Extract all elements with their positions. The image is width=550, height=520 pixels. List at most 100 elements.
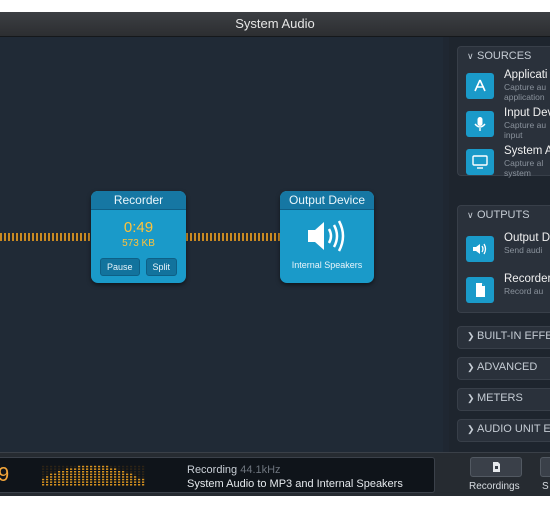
audio-cable-middle — [186, 233, 280, 241]
meter-segment — [114, 468, 117, 470]
output-item-output-device[interactable]: Output D Send audi — [466, 232, 550, 266]
recorder-node[interactable]: Recorder 0:49 573 KB Pause Split — [91, 191, 186, 283]
document-icon — [466, 277, 494, 303]
status-description: System Audio to MP3 and Internal Speaker… — [187, 478, 403, 490]
meter-segment — [50, 481, 53, 483]
meter-segment — [54, 468, 57, 470]
meter-segment — [114, 478, 117, 481]
elapsed-time: 9 — [0, 464, 10, 486]
meter-segment — [70, 471, 73, 473]
meter-segment — [70, 473, 73, 476]
meter-segment — [74, 473, 77, 476]
meter-segment — [94, 468, 97, 470]
meter-segment — [142, 484, 145, 486]
pause-button[interactable]: Pause — [99, 258, 140, 276]
meter-segment — [70, 465, 73, 468]
meter-segment — [138, 481, 141, 483]
meter-segment — [142, 478, 145, 481]
meter-segment — [122, 481, 125, 483]
secondary-toolbar-button[interactable] — [540, 457, 550, 477]
outputs-header[interactable]: ∨OUTPUTS — [458, 206, 550, 225]
meter-segment — [66, 471, 69, 473]
recording-time: 0:49 — [123, 219, 154, 236]
meter-segment — [126, 471, 129, 473]
meter-segment — [90, 473, 93, 476]
built-in-effects-label: BUILT-IN EFFE — [477, 330, 550, 342]
meter-segment — [62, 476, 65, 478]
audio-unit-effects-group[interactable]: ❯AUDIO UNIT EF — [457, 419, 550, 442]
split-button[interactable]: Split — [145, 258, 178, 276]
meter-segment — [110, 476, 113, 478]
meter-segment — [118, 478, 121, 481]
audio-graph-canvas[interactable]: Recorder 0:49 573 KB Pause Split Output … — [0, 37, 443, 452]
source-item-title: Applicati — [504, 69, 548, 81]
meter-segment — [142, 471, 145, 473]
meter-segment — [106, 465, 109, 468]
meter-segment — [50, 473, 53, 476]
audio-unit-effects-label: AUDIO UNIT EF — [477, 423, 550, 435]
meter-segment — [74, 481, 77, 483]
built-in-effects-group[interactable]: ❯BUILT-IN EFFE — [457, 326, 550, 349]
meter-segment — [82, 476, 85, 478]
meter-segment — [90, 468, 93, 470]
meter-segment — [74, 478, 77, 481]
microphone-icon — [466, 111, 494, 137]
meter-segment — [66, 473, 69, 476]
status-text: Recording 44.1kHz — [187, 464, 281, 476]
meter-segment — [114, 473, 117, 476]
meter-segment — [98, 484, 101, 486]
meter-segment — [50, 484, 53, 486]
meter-segment — [134, 465, 137, 468]
meter-segment — [46, 476, 49, 478]
meter-segment — [122, 478, 125, 481]
meter-segment — [126, 484, 129, 486]
meter-segment — [134, 468, 137, 470]
meter-segment — [98, 478, 101, 481]
recordings-label: Recordings — [469, 481, 520, 492]
chevron-right-icon: ❯ — [467, 393, 475, 403]
output-item-desc: Send audi — [504, 245, 543, 255]
meter-segment — [86, 471, 89, 473]
meter-segment — [66, 476, 69, 478]
meter-segment — [54, 465, 57, 468]
meter-segment — [58, 471, 61, 473]
meter-segment — [110, 465, 113, 468]
meter-segment — [98, 473, 101, 476]
meter-segment — [114, 481, 117, 483]
speaker-icon — [304, 216, 350, 256]
meter-segment — [66, 484, 69, 486]
meter-segment — [134, 476, 137, 478]
meter-segment — [42, 468, 45, 470]
recordings-button[interactable] — [470, 457, 522, 477]
meter-segment — [94, 481, 97, 483]
meter-segment — [138, 478, 141, 481]
advanced-group[interactable]: ❯ADVANCED — [457, 357, 550, 380]
meter-segment — [70, 468, 73, 470]
meter-segment — [58, 468, 61, 470]
meter-segment — [106, 476, 109, 478]
meter-segment — [54, 476, 57, 478]
sources-header[interactable]: ∨SOURCES — [458, 47, 550, 66]
meters-group[interactable]: ❯METERS — [457, 388, 550, 411]
meter-segment — [122, 484, 125, 486]
meter-segment — [66, 481, 69, 483]
meter-segment — [54, 471, 57, 473]
output-device-node[interactable]: Output Device Internal Speakers — [280, 191, 374, 283]
meter-segment — [86, 481, 89, 483]
meter-segment — [74, 484, 77, 486]
meter-segment — [114, 484, 117, 486]
meter-segment — [78, 484, 81, 486]
recording-size: 573 KB — [122, 238, 155, 249]
output-item-recorder[interactable]: Recorder Record au — [466, 273, 550, 307]
meter-segment — [94, 471, 97, 473]
meter-segment — [142, 468, 145, 470]
meter-segment — [50, 465, 53, 468]
meter-segment — [62, 484, 65, 486]
